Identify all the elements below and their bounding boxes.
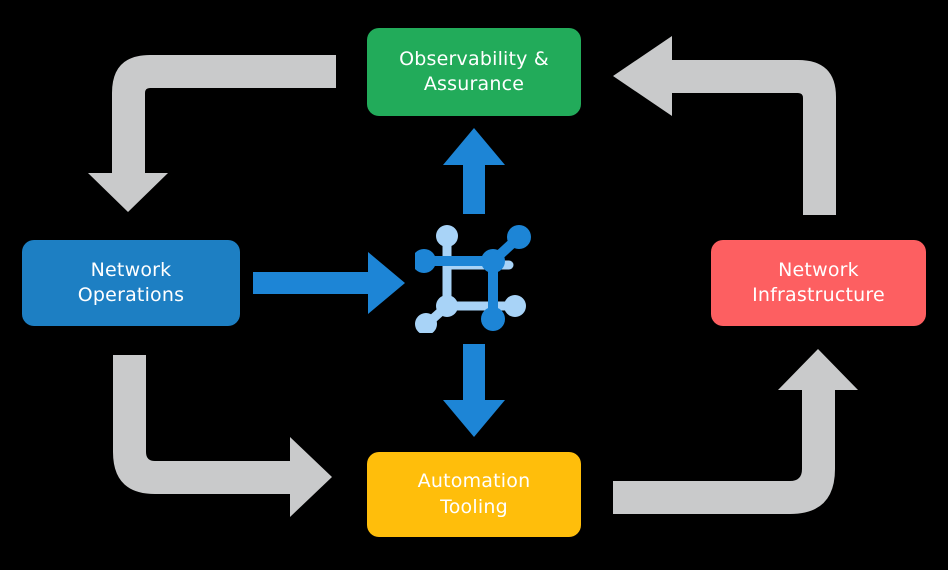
arrow-operations-to-automation (113, 355, 332, 517)
arrow-hub-to-observability (443, 128, 505, 214)
arrow-operations-to-hub (253, 252, 405, 314)
arrow-automation-to-infrastructure (613, 349, 858, 514)
node-network-infrastructure[interactable]: Network Infrastructure (711, 240, 926, 326)
node-automation-tooling[interactable]: Automation Tooling (367, 452, 581, 537)
node-observability-assurance[interactable]: Observability & Assurance (367, 28, 581, 116)
arrow-hub-to-automation (443, 344, 505, 437)
node-network-infrastructure-label: Network Infrastructure (752, 258, 885, 306)
node-automation-tooling-label: Automation Tooling (417, 470, 531, 518)
arrow-infrastructure-to-observability (613, 36, 836, 215)
node-network-operations-label: Network Operations (77, 258, 185, 306)
network-topology-icon (415, 225, 531, 333)
node-network-operations[interactable]: Network Operations (22, 240, 240, 326)
node-observability-label: Observability & Assurance (399, 47, 549, 95)
arrow-observability-to-operations (88, 55, 336, 212)
